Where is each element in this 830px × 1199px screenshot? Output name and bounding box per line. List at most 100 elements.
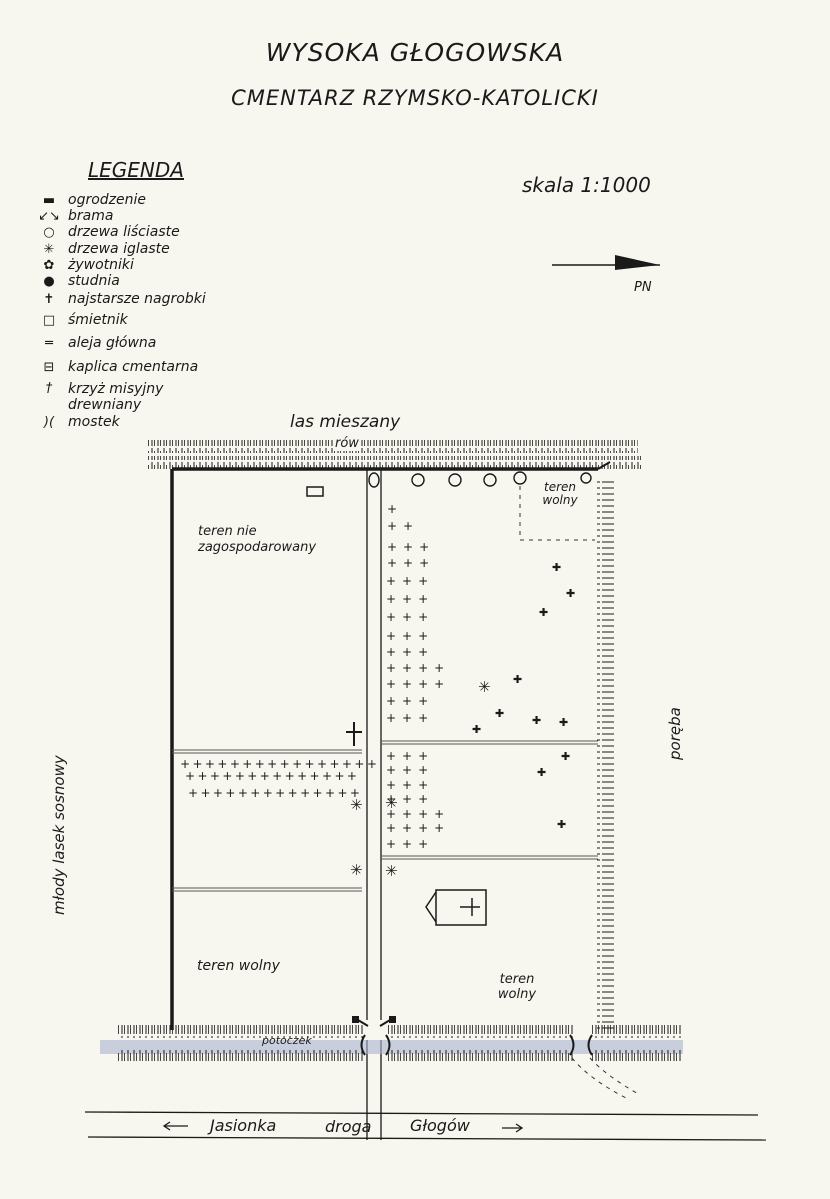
grass-bottom-right-b	[592, 1048, 682, 1061]
chapel-icon: ⊟	[43, 360, 55, 375]
svg-text:✚: ✚	[537, 766, 546, 779]
unused-area-label: teren nie zagospodarowany	[198, 524, 317, 555]
legend-item-cross: †krzyż misyjny drewniany	[30, 381, 230, 415]
scale-label: skala 1:1000	[522, 173, 651, 197]
deciduous-tree-icon: ○	[43, 225, 55, 240]
svg-text:+: +	[387, 502, 403, 516]
grass-bottom-mid-b	[388, 1048, 573, 1061]
svg-text:+++: +++	[386, 574, 434, 588]
svg-text:+++: +++	[387, 540, 435, 554]
deciduous-trees	[368, 471, 592, 488]
grass-bottom-left-a	[118, 1025, 363, 1038]
grass-strip-top	[148, 440, 638, 453]
legend-item-well: ●studnia	[30, 273, 120, 291]
legend-item-fence: ▬ogrodzenie	[30, 192, 146, 210]
svg-text:+++: +++	[386, 711, 434, 725]
young-pine-forest-label: młody lasek sosnowy	[50, 755, 68, 915]
grass-bottom-left-b	[118, 1048, 363, 1061]
road-arrows	[162, 1121, 524, 1133]
old-tombstones: ✚ ✚ ✚ ✚ ✚ ✚ ✚ ✚ ✚ ✚ ✚	[472, 561, 575, 831]
free-area-top-right-label: teren wolny	[542, 480, 578, 507]
main-gate	[352, 1016, 396, 1027]
well-icon: ●	[43, 274, 55, 289]
legend-item-conifer: ✳drzewa iglaste	[30, 241, 170, 259]
clearing-label: poręba	[666, 707, 684, 760]
svg-text:+++: +++	[386, 749, 434, 763]
fence-line-icon: ▬	[42, 193, 56, 208]
legend-heading: LEGENDA	[88, 158, 184, 182]
svg-text:+++: +++	[386, 610, 434, 624]
stream-label: potoczek	[262, 1034, 312, 1047]
fence-right-hatched	[597, 478, 615, 1030]
side-paths	[172, 740, 598, 892]
main-alley-icon: ═	[45, 336, 53, 351]
svg-text:✚: ✚	[561, 750, 570, 763]
chapel	[425, 889, 487, 926]
old-tombstone-icon: ✝	[43, 292, 55, 307]
grass-strip-ditch	[148, 456, 643, 469]
svg-text:++++: ++++	[386, 807, 450, 821]
legend-item-alley: ═aleja główna	[30, 335, 156, 353]
svg-text:✚: ✚	[532, 714, 541, 727]
north-arrow	[552, 255, 660, 270]
free-area-bottom-right-label: teren wolny	[497, 972, 537, 1002]
svg-text:++: ++	[387, 519, 419, 533]
side-track	[571, 1057, 641, 1101]
svg-text:✚: ✚	[513, 673, 522, 686]
svg-text:✚: ✚	[539, 606, 548, 619]
trash-bin-icon: □	[42, 313, 56, 328]
free-area-outline	[519, 486, 595, 541]
svg-text:✚: ✚	[495, 707, 504, 720]
bridges	[360, 1034, 593, 1056]
road	[84, 1111, 767, 1141]
forest-label: las mieszany	[290, 412, 401, 432]
svg-text:++++: ++++	[386, 661, 450, 675]
road-label-right: Głogów	[410, 1116, 470, 1135]
svg-text:+++: +++	[386, 778, 434, 792]
svg-text:+++: +++	[386, 645, 434, 659]
svg-text:✳: ✳	[350, 796, 363, 814]
thuja-icon: ✿	[43, 258, 55, 273]
svg-text:++++: ++++	[386, 677, 450, 691]
legend-item-deciduous: ○drzewa liściaste	[30, 224, 179, 242]
trash-bin	[306, 486, 324, 497]
svg-text:✚: ✚	[559, 716, 568, 729]
svg-text:+++: +++	[386, 763, 434, 777]
svg-text:++++: ++++	[386, 821, 450, 835]
gate-icon: ↙↘	[38, 209, 60, 224]
main-alley	[366, 469, 382, 1140]
svg-text:✳: ✳	[385, 794, 398, 812]
free-area-bottom-left-label: teren wolny	[197, 958, 280, 974]
svg-text:✚: ✚	[472, 723, 481, 736]
grass-bottom-mid-a	[388, 1025, 573, 1038]
svg-text:+++: +++	[386, 792, 434, 806]
svg-text:++++++++++++++: ++++++++++++++	[188, 786, 362, 800]
svg-text:++++++++++++++: ++++++++++++++	[185, 769, 359, 783]
legend-item-thuja: ✿żywotniki	[30, 257, 134, 275]
svg-text:+++: +++	[386, 694, 434, 708]
conifer-tree-icon: ✳	[43, 242, 55, 257]
legend-item-gate: ↙↘brama	[30, 208, 113, 226]
mission-cross	[346, 722, 362, 746]
road-label-mid: droga	[325, 1117, 372, 1136]
legend-item-chapel: ⊟kaplica cmentarna	[30, 359, 199, 377]
mission-cross-icon: †	[45, 381, 53, 396]
legend-item-bridge: )(mostek	[30, 414, 120, 432]
svg-text:✚: ✚	[557, 818, 566, 831]
svg-text:+++: +++	[386, 629, 434, 643]
ditch-label: rów	[333, 436, 361, 451]
svg-text:✳: ✳	[385, 862, 398, 880]
map-title: WYSOKA GŁOGOWSKA	[265, 38, 565, 67]
svg-text:+++: +++	[386, 592, 434, 606]
svg-text:✚: ✚	[566, 587, 575, 600]
legend-item-tombstone: ✝najstarsze nagrobki	[30, 291, 206, 309]
svg-text:✳: ✳	[478, 678, 491, 696]
svg-text:+++: +++	[386, 837, 434, 851]
graves-left: ++++++++++++++++ ++++++++++++++ ++++++++…	[180, 757, 377, 800]
road-label-left: Jasionka	[210, 1116, 277, 1135]
svg-text:+++: +++	[387, 556, 435, 570]
legend-item-trash: □śmietnik	[30, 312, 128, 330]
grass-bottom-right-a	[592, 1025, 682, 1038]
map-subtitle: CMENTARZ RZYMSKO-KATOLICKI	[231, 86, 599, 110]
